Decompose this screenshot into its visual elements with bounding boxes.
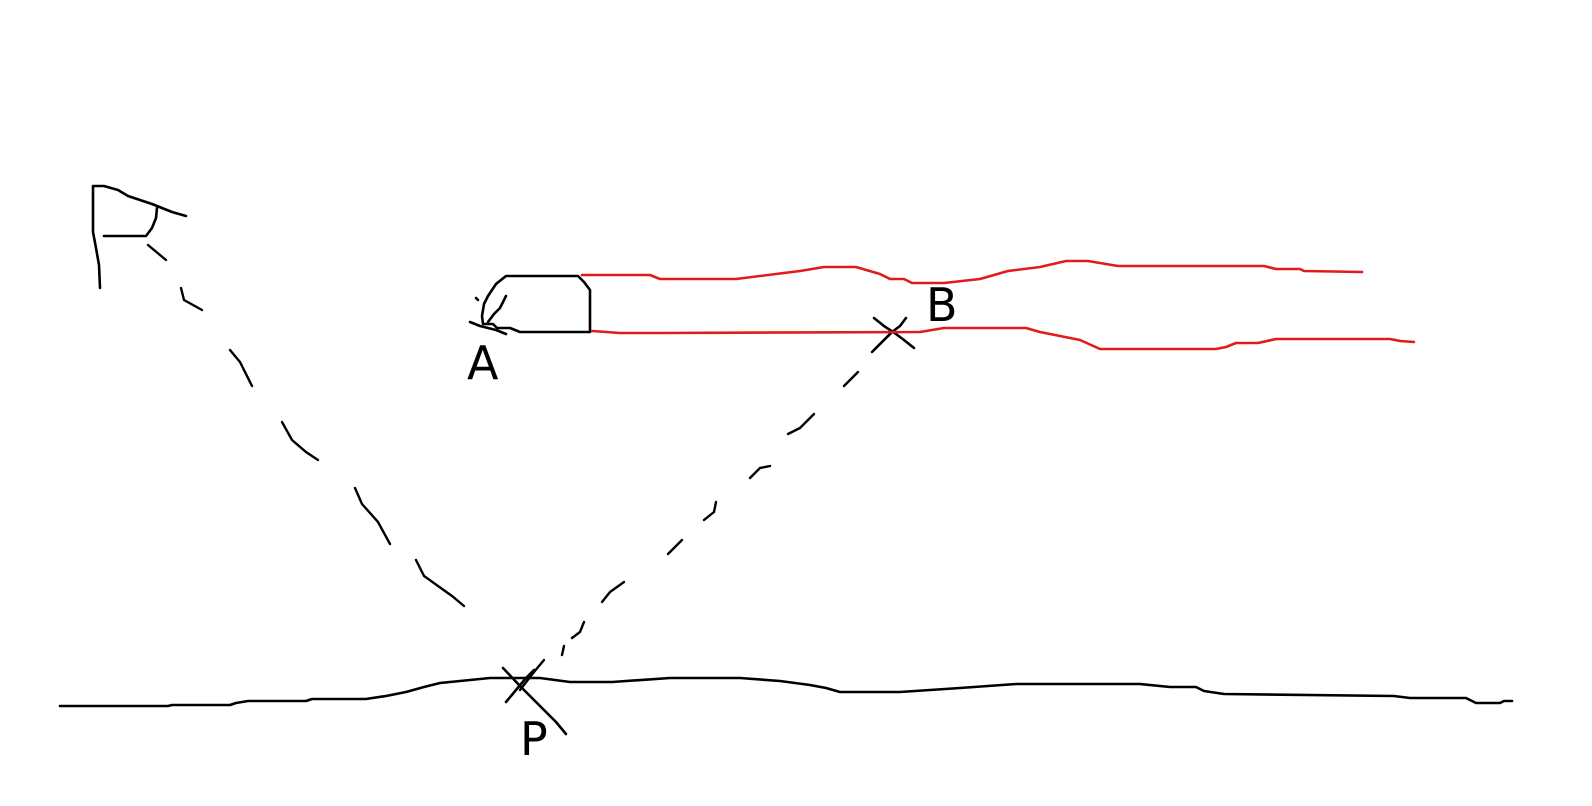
- eye-sketch-icon: [91, 184, 188, 290]
- point-p-cross-icon: [501, 666, 568, 736]
- object-a-sketch: [468, 274, 592, 336]
- ground-line: [58, 676, 1514, 708]
- label-point-a: A: [467, 336, 499, 390]
- tube-lower-edge: [590, 326, 1416, 351]
- point-b-cross-icon: [872, 316, 916, 352]
- tube-upper-edge: [580, 259, 1364, 285]
- label-point-b: B: [926, 278, 958, 332]
- label-point-p: P: [520, 712, 548, 766]
- ray-p-to-b: [518, 332, 892, 692]
- ray-eye-to-p: [146, 243, 466, 608]
